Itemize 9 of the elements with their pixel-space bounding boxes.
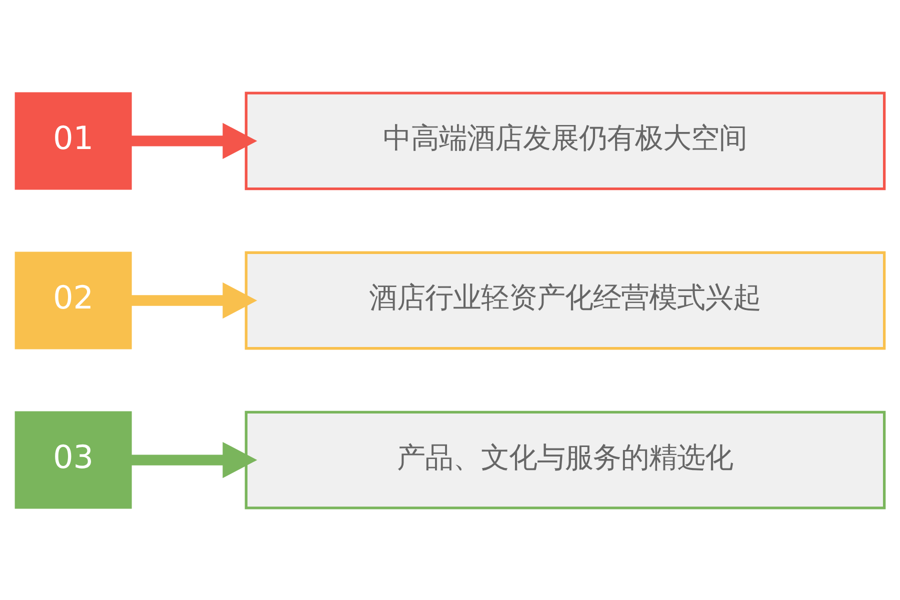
node-box: 03 xyxy=(14,410,132,508)
node-box: 中高端酒店发展仍有极大空间 xyxy=(244,91,886,190)
node-box: 01 xyxy=(14,92,132,190)
arrow xyxy=(131,441,258,478)
arrow xyxy=(131,122,258,159)
arrow xyxy=(131,282,258,318)
node-box: 酒店行业轻资产化经营模式兴起 xyxy=(244,250,886,350)
node-box: 产品、文化与服务的精选化 xyxy=(244,410,886,509)
node-box: 02 xyxy=(14,251,132,349)
